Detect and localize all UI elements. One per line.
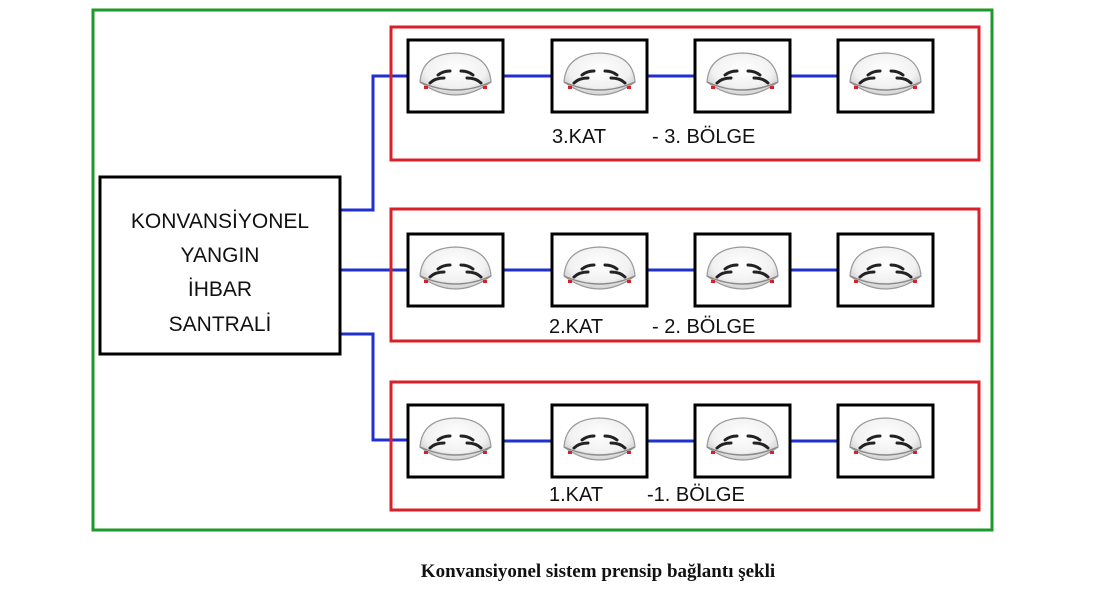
smoke-detector-icon [693,403,792,479]
zone-floor-label: 1.KAT [549,484,603,506]
panel-wire-zone-1 [340,74,408,212]
zone-frame [389,207,981,343]
zone-area-label: - 3. BÖLGE [652,126,755,148]
smoke-detector-icon [836,38,935,114]
zone-area-label: -1. BÖLGE [647,484,745,506]
smoke-detector-icon [406,232,505,308]
panel-line-4: SANTRALİ [169,313,272,336]
zones: 3.KAT - 3. BÖLGE 2.KAT - 2. BÖLGE 1.KAT -1. B… [389,25,981,512]
zone-frame [389,25,981,162]
panel-line-1: KONVANSİYONEL [131,210,309,233]
smoke-detector-icon [550,38,649,114]
smoke-detector-icon [693,38,792,114]
panel-line-2: YANGIN [181,244,260,267]
zone-frame [389,380,981,512]
smoke-detector-icon [693,232,792,308]
smoke-detector-icon [836,232,935,308]
wiring [340,74,408,442]
smoke-detector-icon [406,403,505,479]
zone-floor-label: 2.KAT [549,316,603,338]
smoke-detector-icon [550,232,649,308]
diagram-caption: Konvansiyonel sistem prensip bağlantı şe… [421,561,775,582]
smoke-detector-icon [836,403,935,479]
smoke-detector-icon [406,38,505,114]
zone-3: 1.KAT -1. BÖLGE [389,380,981,512]
panel-line-3: İHBAR [188,278,252,301]
control-panel-box [98,175,342,356]
zone-2: 2.KAT - 2. BÖLGE [389,207,981,343]
zone-floor-label: 3.KAT [552,126,606,148]
system-frame [91,8,994,532]
smoke-detector-icon [550,403,649,479]
zone-1: 3.KAT - 3. BÖLGE [389,25,981,162]
control-panel: KONVANSİYONEL YANGIN İHBAR SANTRALİ [98,175,342,356]
panel-wire-zone-3 [340,332,408,442]
zone-area-label: - 2. BÖLGE [652,316,755,338]
